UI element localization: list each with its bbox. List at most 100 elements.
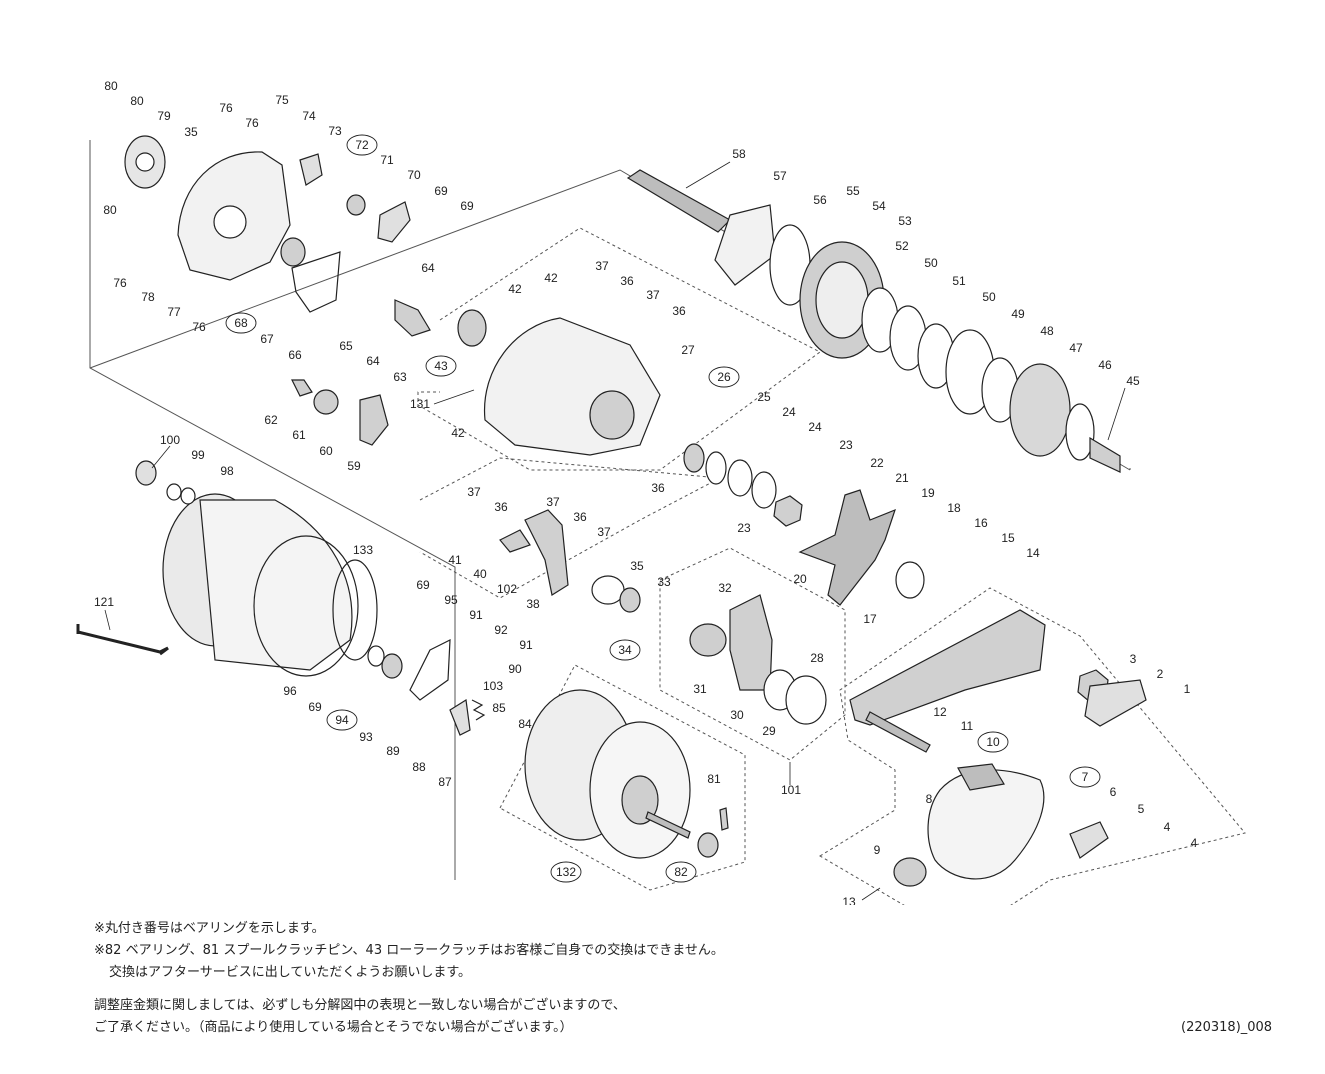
bearing-82-shape [697, 832, 719, 858]
bearing-indicator-circle [326, 709, 358, 731]
plate-41-shape [499, 529, 531, 553]
part-number-label: 24 [808, 420, 822, 434]
part-callout-21: 21 [895, 471, 909, 485]
gear-31-shape [689, 623, 727, 657]
part-callout-55: 55 [846, 184, 860, 198]
main-frame-shape [483, 317, 661, 456]
part-callout-25: 25 [757, 390, 771, 404]
group-outline-37-36 [419, 457, 722, 599]
part-callout-46: 46 [1098, 358, 1112, 372]
part-callout-54: 54 [872, 199, 886, 213]
part-number-label: 75 [275, 93, 289, 107]
part-number-label: 70 [407, 168, 421, 182]
part-number-label: 11 [961, 719, 974, 733]
screw-100-shape [135, 460, 157, 486]
part-number-label: 68 [234, 316, 248, 330]
part-number-label: 58 [732, 147, 746, 161]
washer-24b-shape [751, 471, 777, 509]
part-callout-37: 37 [597, 525, 611, 539]
part-number-label: 23 [737, 521, 751, 535]
part-number-label: 35 [630, 559, 644, 573]
part-number-label: 131 [410, 397, 430, 411]
part-number-label: 53 [898, 214, 912, 228]
part-callout-1: 1 [1184, 682, 1191, 696]
part-callout-27: 27 [681, 343, 695, 357]
part-callout-132: 132 [550, 861, 582, 883]
part-callout-64: 64 [366, 354, 380, 368]
part-number-label: 37 [646, 288, 660, 302]
part-number-label: 13 [842, 895, 856, 905]
part-callout-37: 37 [595, 259, 609, 273]
part-callout-98: 98 [220, 464, 234, 478]
part-number-label: 69 [308, 700, 322, 714]
frame-boss-shape [589, 390, 635, 440]
part-number-label: 64 [421, 261, 435, 275]
leader-58 [685, 161, 731, 189]
exploded-parts-diagram: 8080798035767675747372717069697678777668… [76, 79, 1246, 905]
part-callout-12: 12 [933, 705, 947, 719]
part-callout-36: 36 [672, 304, 686, 318]
part-number-label: 36 [494, 500, 508, 514]
lever-92-shape [409, 639, 451, 701]
ring-95-shape [367, 645, 385, 667]
part-61-shape [313, 389, 339, 415]
part-number-label: 12 [933, 705, 947, 719]
part-callout-85: 85 [492, 701, 506, 715]
part-number-label: 54 [872, 199, 886, 213]
part-callout-22: 22 [870, 456, 884, 470]
part-number-label: 66 [288, 348, 302, 362]
retainer-2-shape [1084, 679, 1147, 727]
cover-133-shape [332, 559, 378, 661]
part-number-label: 132 [556, 865, 576, 879]
part-number-label: 21 [895, 471, 909, 485]
part-number-label: 78 [141, 290, 155, 304]
part-number-label: 87 [438, 775, 452, 789]
part-callout-68: 68 [225, 312, 257, 334]
bearing-indicator-circle [550, 861, 582, 883]
part-callout-67: 67 [260, 332, 274, 346]
part-callout-36: 36 [651, 481, 665, 495]
part-number-label: 36 [651, 481, 665, 495]
part-callout-76: 76 [192, 320, 206, 334]
part-callout-77: 77 [167, 305, 181, 319]
roller-clutch-43-shape [457, 309, 487, 347]
part-number-label: 80 [130, 94, 144, 108]
wrench-121-shape [77, 630, 169, 656]
note-acknowledge: ご了承ください。（商品により使用している場合とそうでない場合がございます。） [94, 1020, 573, 1035]
part-number-label: 27 [681, 343, 695, 357]
part-number-label: 76 [219, 101, 233, 115]
part-callout-50: 50 [982, 290, 996, 304]
part-number-label: 36 [620, 274, 634, 288]
part-number-label: 81 [707, 772, 721, 786]
part-callout-24: 24 [808, 420, 822, 434]
part-number-label: 92 [494, 623, 508, 637]
part-number-label: 35 [184, 125, 198, 139]
part-number-label: 60 [319, 444, 333, 458]
part-callout-4: 4 [1164, 820, 1171, 834]
bolt-62-shape [291, 379, 313, 397]
part-callout-9: 9 [874, 843, 881, 857]
part-callout-63: 63 [393, 370, 407, 384]
part-number-label: 80 [104, 79, 118, 93]
part-callout-62: 62 [264, 413, 278, 427]
part-callout-3: 3 [1130, 652, 1137, 666]
spring-103-shape [471, 699, 486, 721]
part-number-label: 36 [672, 304, 686, 318]
part-callout-28: 28 [810, 651, 824, 665]
part-callout-38: 38 [526, 597, 540, 611]
part-callout-42: 42 [544, 271, 558, 285]
pin-81-shape [719, 807, 729, 831]
part-callout-69: 69 [308, 700, 322, 714]
part-number-label: 34 [618, 643, 632, 657]
part-number-label: 50 [982, 290, 996, 304]
part-callout-15: 15 [1001, 531, 1015, 545]
part-number-label: 10 [986, 735, 1000, 749]
part-callout-76: 76 [219, 101, 233, 115]
part-callout-29: 29 [762, 724, 776, 738]
part-callout-36: 36 [494, 500, 508, 514]
part-number-label: 26 [717, 370, 731, 384]
part-74-shape [299, 153, 323, 186]
note-bearing-legend: ※丸付き番号はベアリングを示します。 [94, 921, 325, 936]
part-callout-72: 72 [346, 134, 378, 156]
leader-45 [1107, 387, 1126, 441]
